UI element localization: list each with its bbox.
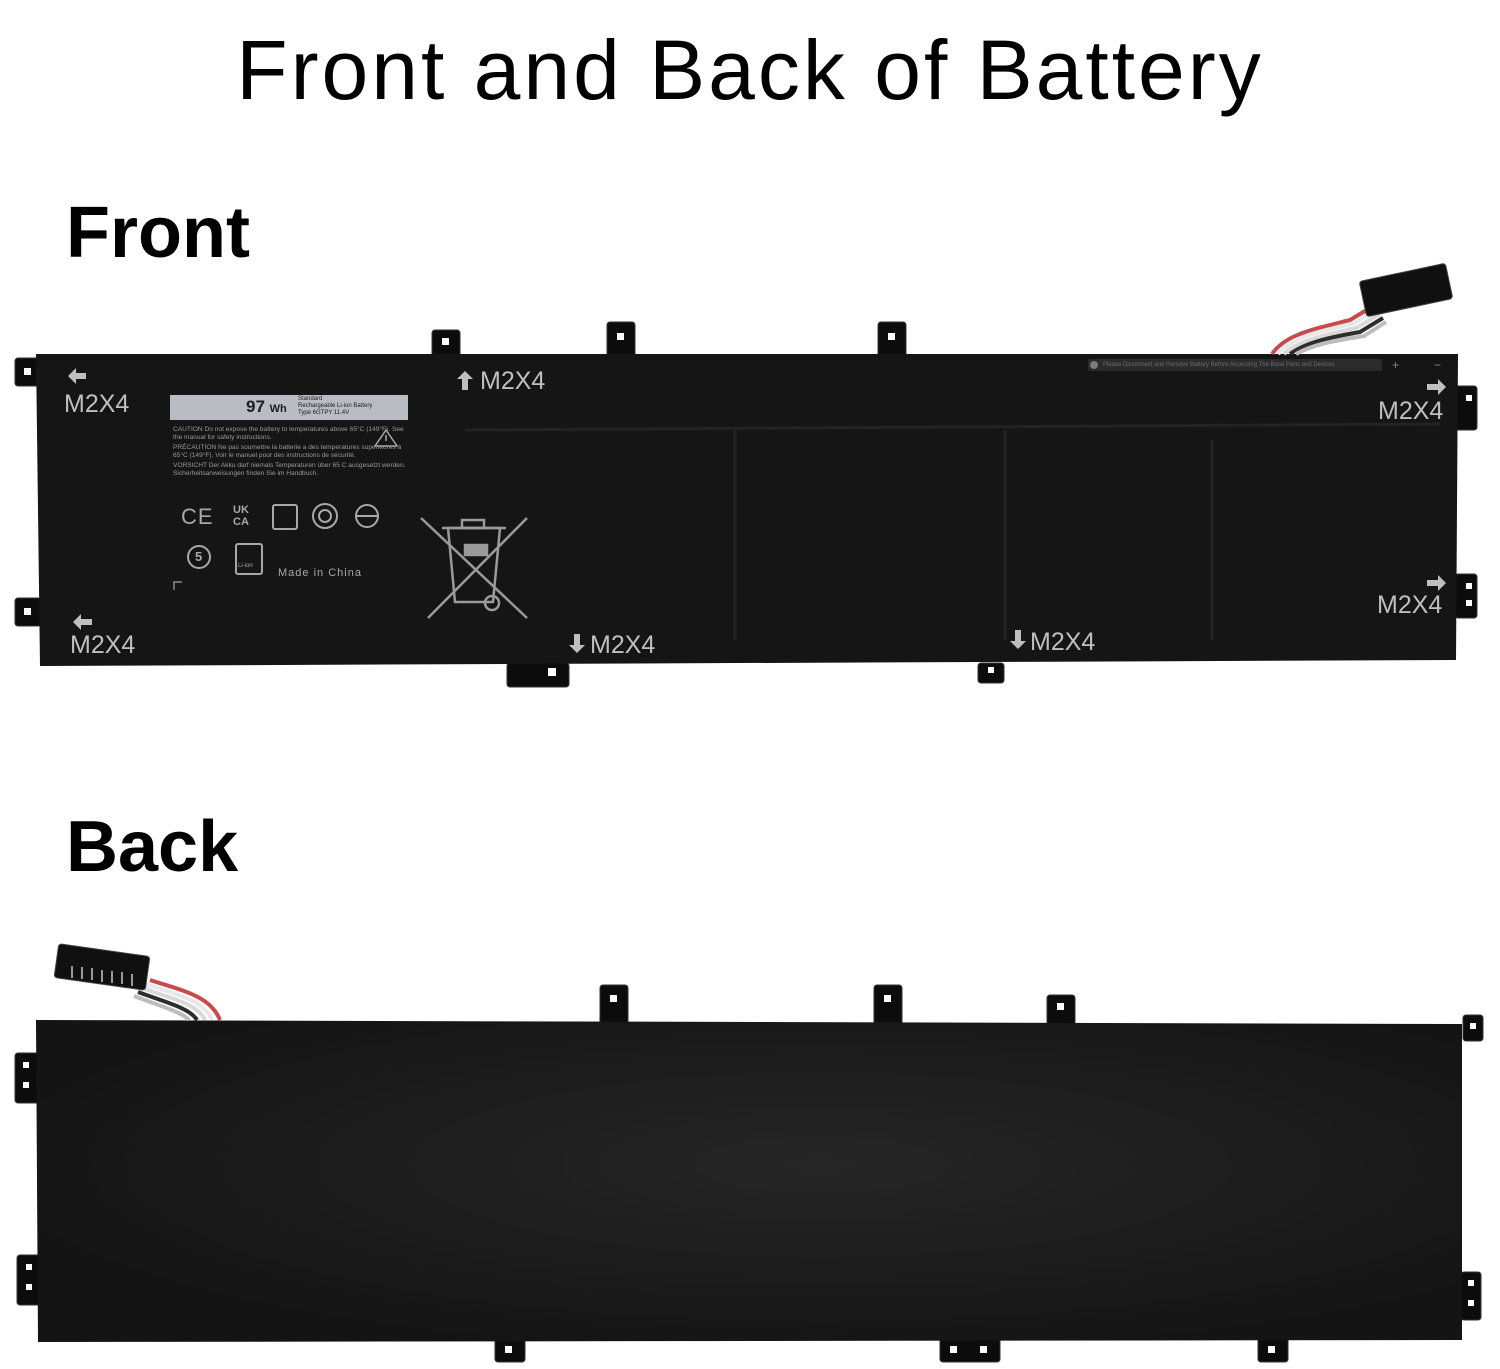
certification-marks-icon	[187, 503, 379, 575]
disconnect-note: Please Disconnect and Remove Battery Bef…	[1103, 362, 1335, 368]
front-mount-tab	[14, 321, 1478, 688]
spec-line: Type 6GTPY 11.4V	[298, 410, 350, 416]
spec-line: Standard	[298, 396, 323, 402]
main-title: Front and Back of Battery	[236, 23, 1264, 117]
screw-label-right-bottom: M2X4	[1377, 591, 1443, 619]
recycle-code: Li-ion	[238, 563, 253, 569]
front-cable	[1270, 263, 1453, 356]
back-cable	[53, 943, 222, 1022]
spec-panel: 97 Wh Standard Rechargeable Li-ion Batte…	[170, 395, 408, 420]
svg-text:+: +	[1392, 358, 1399, 372]
screw-label-left-bottom: M2X4	[70, 631, 136, 659]
number-mark: 5	[195, 549, 203, 564]
precaution-text: PRÉCAUTION Ne pas soumettre la batterie …	[173, 444, 402, 459]
screw-label-bottom-right: M2X4	[1030, 628, 1096, 656]
front-tab-hole	[24, 333, 1472, 676]
front-battery: + −	[14, 263, 1478, 688]
back-battery-body	[36, 1020, 1462, 1342]
warning-text-block: CAUTION Do not expose the battery to tem…	[173, 426, 408, 481]
made-in-label: Made in China	[278, 567, 362, 579]
ukca-mark: UK CA	[233, 504, 249, 528]
caution-text: CAUTION Do not expose the battery to tem…	[173, 426, 404, 441]
back-battery	[14, 943, 1484, 1363]
front-section-label: Front	[66, 193, 250, 273]
back-section-label: Back	[66, 807, 239, 887]
vorsicht-text: VORSICHT Der Akku darf niemals Temperatu…	[173, 462, 406, 477]
front-arrow-icon	[68, 368, 1446, 653]
back-tab-hole	[23, 995, 1476, 1353]
screw-label-left-top: M2X4	[64, 390, 130, 418]
front-battery-body	[36, 354, 1458, 666]
warning-triangle-icon	[373, 428, 399, 447]
screw-label-top-center: M2X4	[480, 367, 546, 395]
capacity-value: 97 Wh	[246, 397, 287, 416]
back-mount-tab	[14, 984, 1484, 1363]
ce-mark: CE	[181, 504, 214, 529]
screw-label-right-top: M2X4	[1378, 397, 1444, 425]
weee-bin-icon	[420, 517, 528, 619]
svg-text:−: −	[1434, 358, 1441, 372]
screw-label-bottom-center: M2X4	[590, 631, 656, 659]
spec-line: Rechargeable Li-ion Battery	[298, 403, 373, 409]
